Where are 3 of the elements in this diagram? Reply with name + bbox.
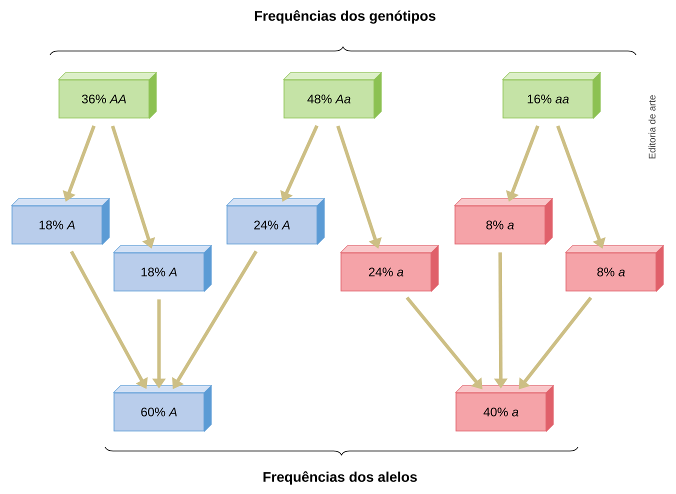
heading: Frequências dos alelos — [264, 471, 417, 485]
heading: Frequências dos genótipos — [254, 10, 436, 24]
credit-text: Editoria de arte — [648, 95, 656, 158]
